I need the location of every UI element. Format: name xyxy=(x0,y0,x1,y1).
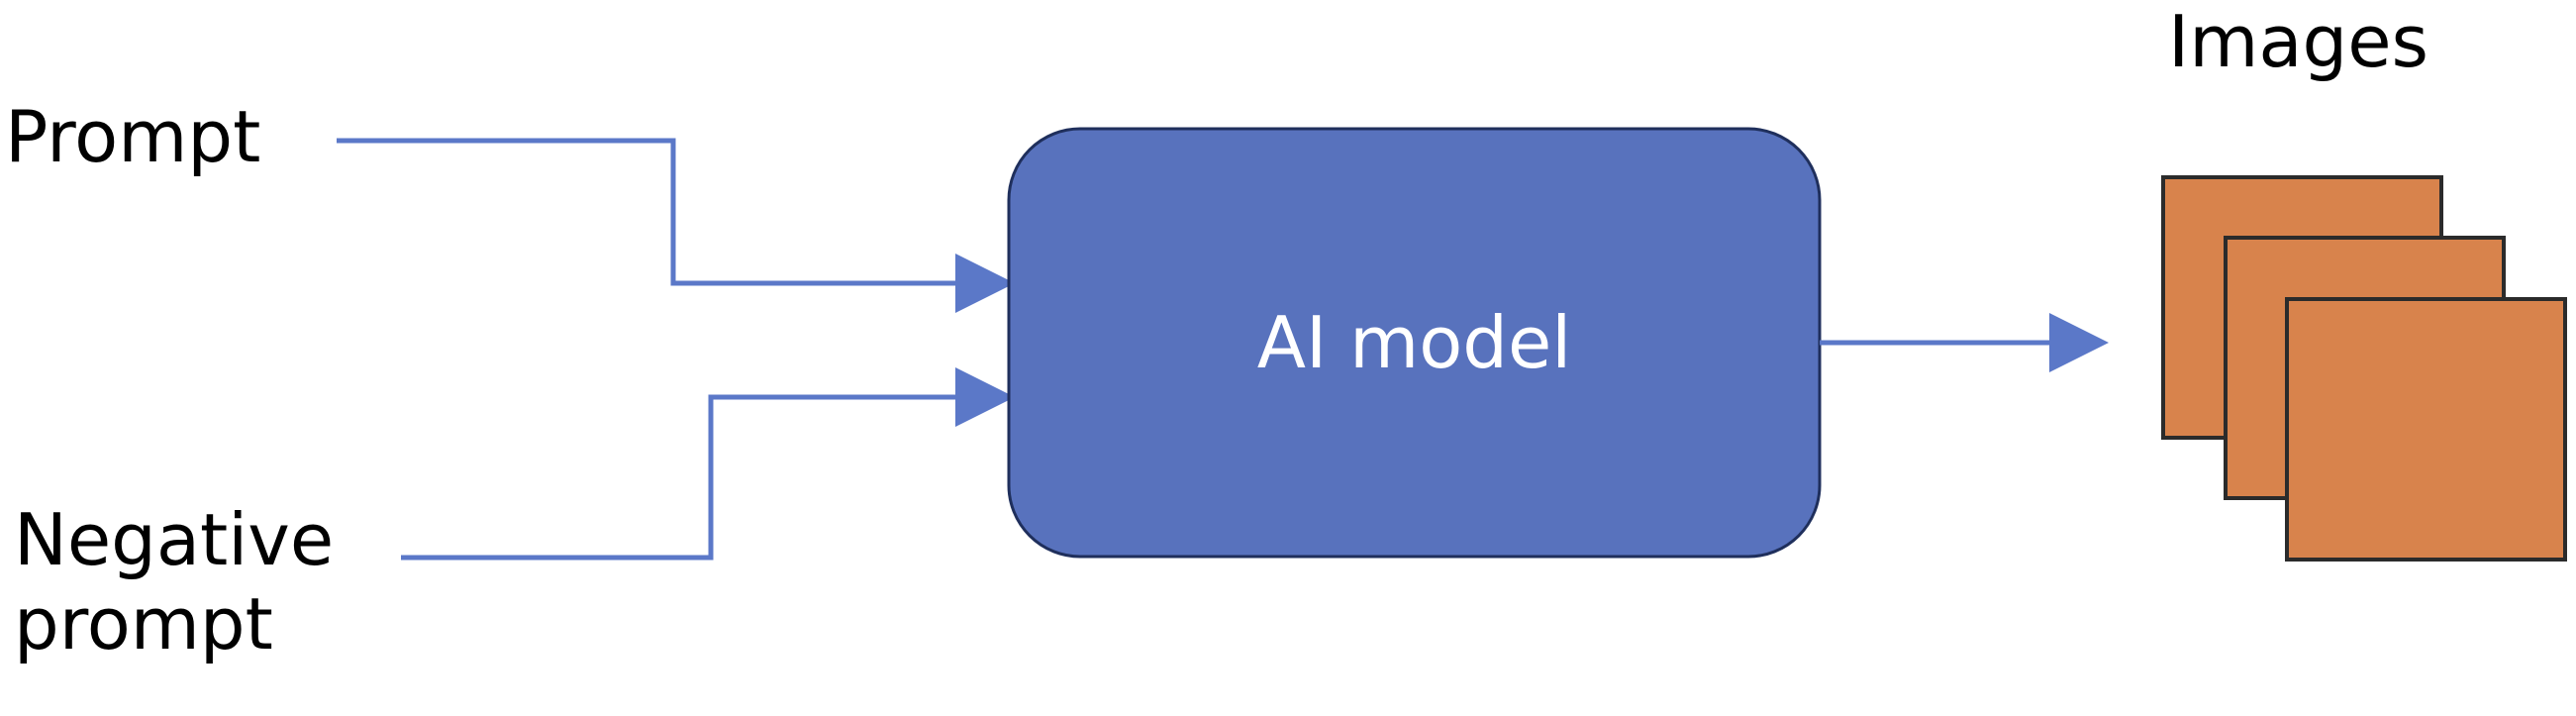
stacked-images-icon xyxy=(2161,175,2567,562)
negative-prompt-connector xyxy=(401,367,1015,561)
output-image-front xyxy=(2285,297,2567,562)
prompt-label: Prompt xyxy=(5,95,261,178)
ai-model-label: AI model xyxy=(1256,301,1572,384)
negative-prompt-label: Negative prompt xyxy=(14,498,335,665)
images-label: Images xyxy=(2168,0,2429,83)
prompt-connector xyxy=(337,138,1015,313)
